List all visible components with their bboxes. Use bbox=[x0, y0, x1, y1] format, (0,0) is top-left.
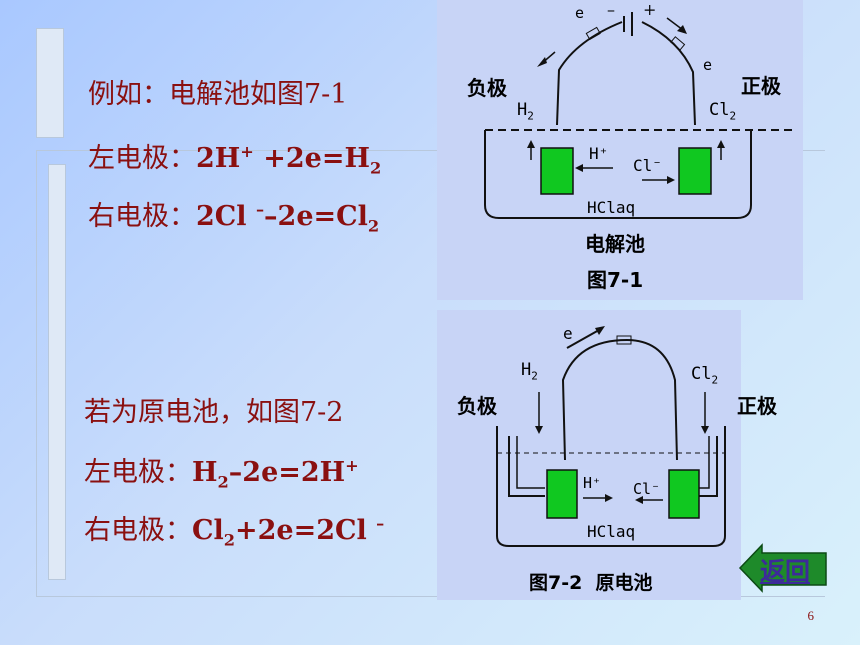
fig1-cl2-label: Cl2 bbox=[709, 100, 737, 123]
figure-galvanic-cell: e H2 Cl2 负极 正极 H⁺ Cl⁻ HClaq 图7-2 原电池 bbox=[437, 310, 777, 600]
decor-frame bbox=[36, 150, 825, 597]
fig1-electron-label-2: e bbox=[703, 56, 713, 74]
fig1-h2-label: H2 bbox=[517, 100, 534, 123]
decor-bar-top bbox=[36, 28, 64, 138]
galvanic-left-electrode: 左电极：H2–2e=2H+ bbox=[84, 456, 359, 492]
electrolysis-left-electrode: 左电极：2H+ +2e=H2 bbox=[88, 142, 382, 178]
back-arrow-icon bbox=[738, 543, 827, 593]
fig2-caption: 图7-2 原电池 bbox=[529, 572, 653, 594]
fig2-hplus-label: H⁺ bbox=[583, 474, 602, 492]
fig2-h2-label: H2 bbox=[521, 360, 538, 383]
fig1-caption: 图7-1 bbox=[587, 268, 644, 292]
return-button-label: 返回 bbox=[760, 557, 811, 586]
fig2-negative-label: 负极 bbox=[457, 394, 497, 418]
fig1-negative-label: 负极 bbox=[467, 76, 507, 100]
fig1-minus-sign: – bbox=[607, 0, 615, 19]
return-button[interactable]: 返回 bbox=[738, 543, 828, 593]
electrolytic-cell-diagram bbox=[484, 12, 797, 219]
fig2-solution-label: HClaq bbox=[587, 522, 636, 541]
galvanic-cell-diagram bbox=[496, 326, 726, 547]
fig1-solution-label: HClaq bbox=[587, 198, 636, 217]
decor-bar-bottom bbox=[48, 164, 66, 580]
fig2-clminus-label: Cl⁻ bbox=[633, 480, 661, 498]
fig2-positive-label: 正极 bbox=[737, 394, 777, 418]
page-number: 6 bbox=[807, 608, 815, 623]
electrolysis-right-electrode: 右电极：2Cl ––2e=Cl2 bbox=[88, 200, 380, 236]
figure-electrolytic-cell: 负极 正极 H2 Cl2 e e – + H⁺ Cl⁻ HClaq 电解池 图7… bbox=[437, 0, 803, 300]
fig2-cl2-label: Cl2 bbox=[691, 364, 719, 387]
fig1-electron-label-1: e bbox=[575, 4, 585, 22]
fig1-hplus-label: H⁺ bbox=[589, 144, 609, 163]
fig2-electron-label: e bbox=[563, 324, 573, 343]
fig1-title: 电解池 bbox=[585, 232, 645, 256]
galvanic-right-electrode: 右电极：Cl2+2e=2Cl – bbox=[84, 514, 385, 550]
fig1-plus-sign: + bbox=[643, 0, 657, 19]
fig1-clminus-label: Cl⁻ bbox=[633, 156, 662, 175]
galvanic-cell-line: 若为原电池，如图7-2 bbox=[84, 397, 344, 428]
example-electrolysis-line: 例如：电解池如图7-1 bbox=[88, 79, 348, 110]
fig1-positive-label: 正极 bbox=[741, 74, 781, 98]
